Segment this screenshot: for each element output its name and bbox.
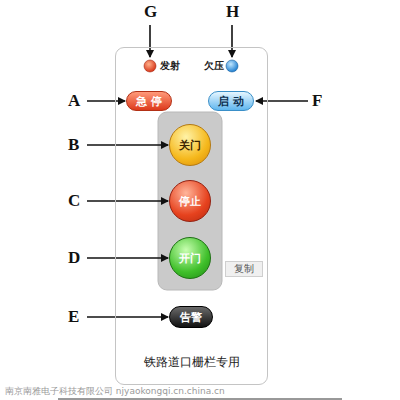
button-label: 启 动	[218, 94, 244, 109]
remote-panel: 铁路道口栅栏专用 急 停 启 动关门停止开门复制告警	[115, 47, 268, 385]
button-label: 开门	[179, 251, 201, 266]
led-label: 发射	[160, 59, 180, 73]
button-label: 告警	[180, 310, 202, 325]
copy-tab: 复制	[225, 261, 263, 277]
open-button: 开门	[169, 237, 211, 279]
red-led	[144, 60, 156, 72]
callout-letter: B	[68, 135, 79, 155]
baseline-rule	[58, 399, 342, 400]
led-label: 欠压	[204, 59, 224, 73]
button-label: 急 停	[136, 94, 162, 109]
callout-letter: G	[144, 2, 157, 22]
leader-lines	[87, 25, 308, 317]
start-button: 启 动	[208, 91, 254, 111]
stop-button: 停止	[169, 180, 211, 222]
emergency-stop-button: 急 停	[126, 91, 172, 111]
callout-letter: A	[68, 91, 80, 111]
callout-letter: F	[312, 91, 322, 111]
button-label: 复制	[234, 262, 254, 276]
callout-letter: E	[68, 307, 79, 327]
button-label: 关门	[179, 138, 201, 153]
panel-title: 铁路道口栅栏专用	[116, 354, 267, 371]
callout-letter: C	[68, 191, 80, 211]
close-button: 关门	[169, 124, 211, 166]
alarm-button: 告警	[169, 306, 213, 328]
watermark: 南京南雅电子科技有限公司 njyaokongqi.cn.china.cn	[4, 385, 226, 398]
callout-letter: D	[68, 248, 80, 268]
button-label: 停止	[179, 194, 201, 209]
blue-led	[226, 60, 238, 72]
callout-letter: H	[226, 2, 239, 22]
